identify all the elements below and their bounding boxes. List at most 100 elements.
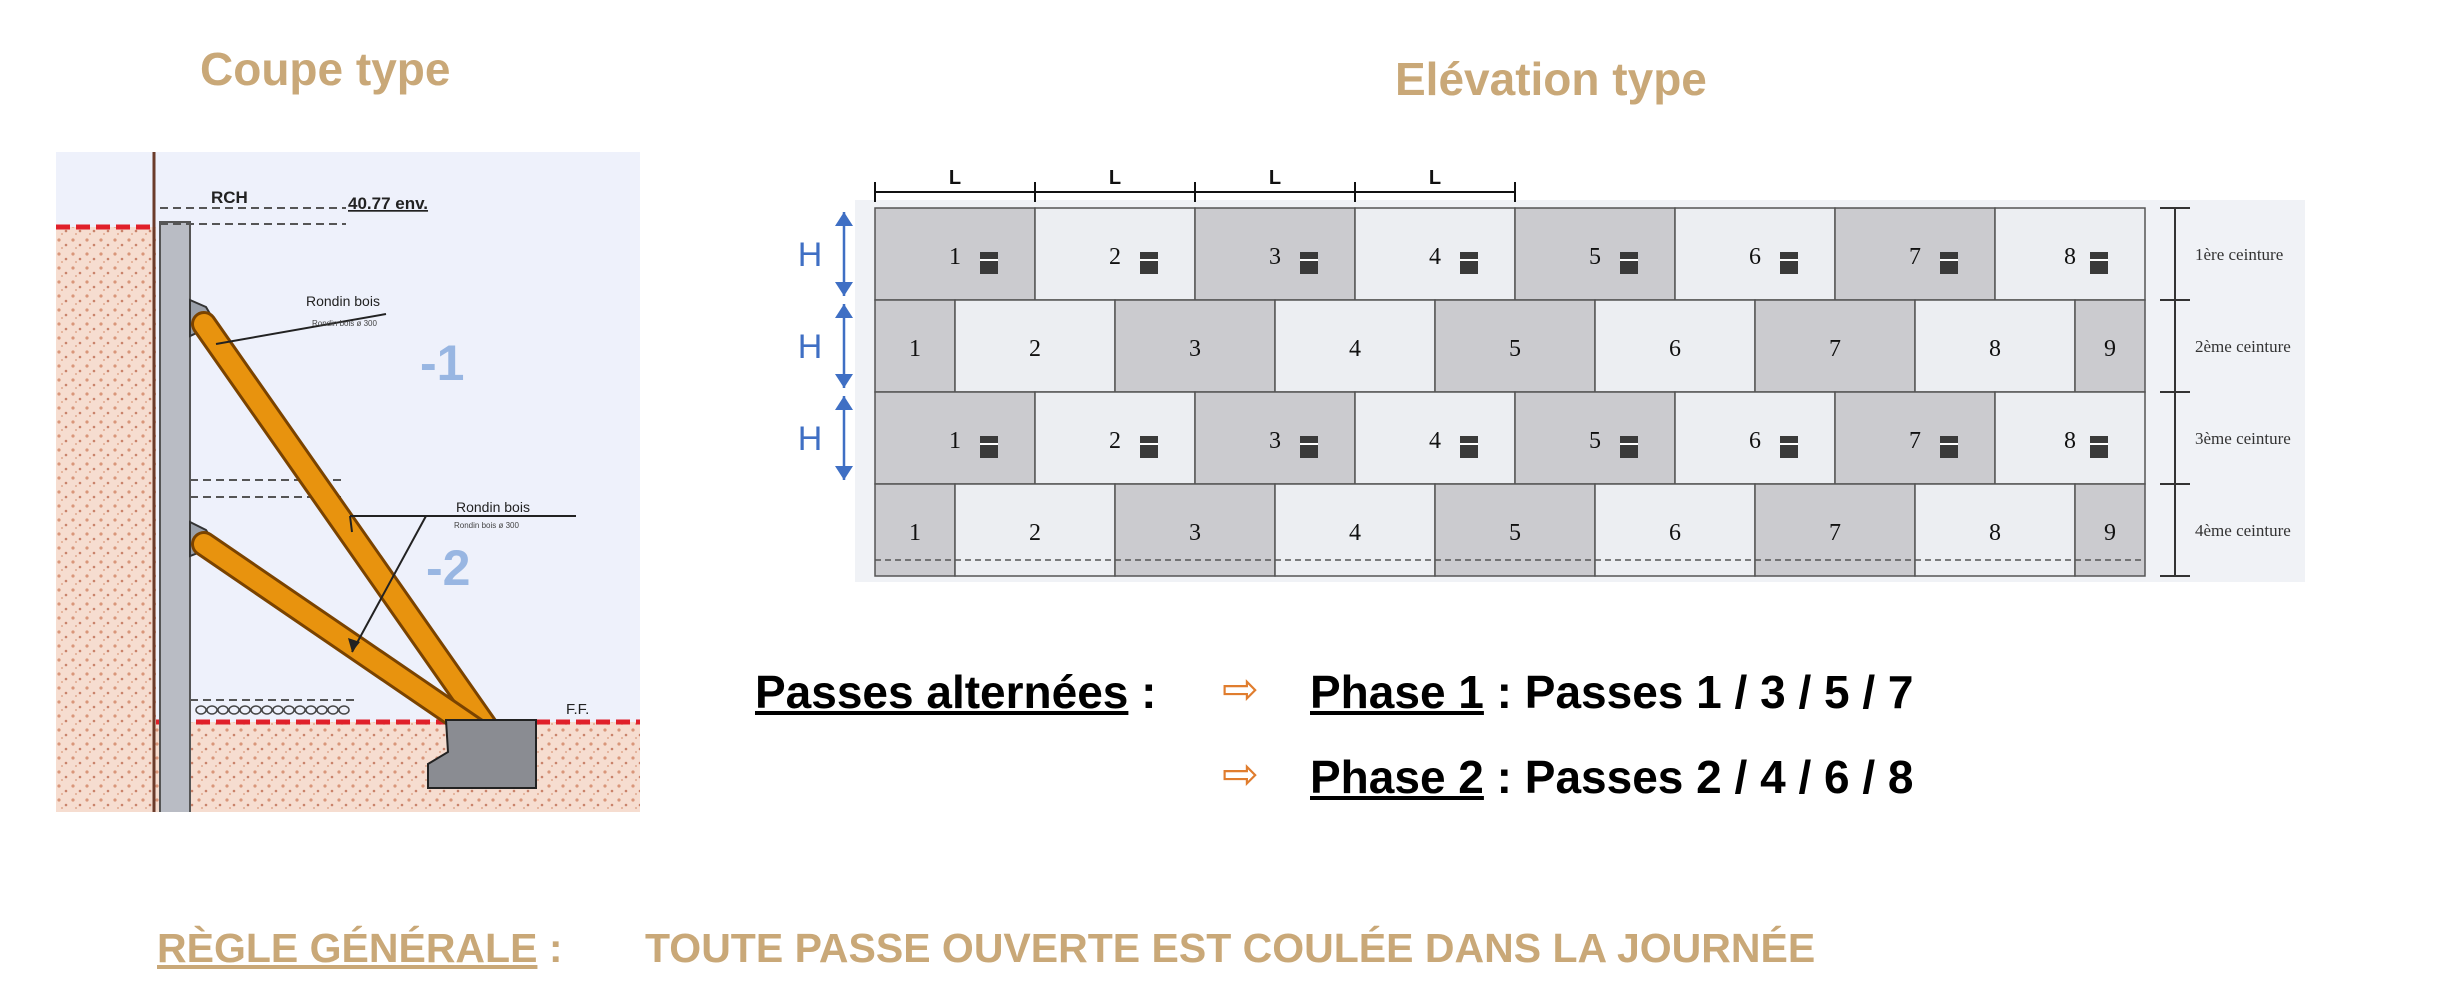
passes-heading: Passes alternées : [755,665,1157,719]
regle-heading: RÈGLE GÉNÉRALE : [157,925,562,972]
panel-number: 2 [1109,428,1121,454]
panel-number: 1 [909,336,921,362]
strut-marker-icon [1940,252,1958,274]
strut-marker-icon [980,252,998,274]
strut1-label: Rondin bois [306,293,380,309]
panel-number: 6 [1749,428,1761,454]
panel-cell [874,207,1036,301]
strut-marker-icon [2090,252,2108,274]
panel-number: 9 [2104,336,2116,362]
strut-marker-icon [1460,252,1478,274]
panel-number: 7 [1909,244,1921,270]
soil-retained [56,227,156,812]
ceinture-label: 3ème ceinture [2195,429,2291,448]
panel-number: 1 [949,428,961,454]
strut-marker-icon [1620,436,1638,458]
panel-number: 2 [1109,244,1121,270]
coupe-title: Coupe type [200,43,451,95]
panel-number: 6 [1749,244,1761,270]
ceinture-label: 4ème ceinture [2195,521,2291,540]
phase2-arrow-icon: ⇨ [1222,750,1259,799]
level-2-label: -2 [426,540,470,596]
panel-number: 3 [1269,428,1281,454]
panel-number: 4 [1429,244,1441,270]
dimension-H-label: H [798,328,823,366]
passes-label: Passes alternées [755,666,1129,718]
panel-number: 9 [2104,520,2116,546]
panel-cell [1674,391,1836,485]
panel-cell [2074,299,2146,393]
phase1-label: Phase 1 [1310,666,1484,718]
panel-number: 5 [1589,428,1601,454]
panel-number: 3 [1189,520,1201,546]
phase2-label: Phase 2 [1310,751,1484,803]
regle-label: RÈGLE GÉNÉRALE [157,925,538,971]
phase2-line: Phase 2 : Passes 2 / 4 / 6 / 8 [1310,750,1914,804]
panel-cell [1434,299,1596,393]
passes-colon: : [1128,666,1157,718]
strut-marker-icon [980,436,998,458]
strut-marker-icon [1460,436,1478,458]
panel-cell [1594,299,1756,393]
phase1-line: Phase 1 : Passes 1 / 3 / 5 / 7 [1310,665,1914,719]
ceinture-label: 1ère ceinture [2195,245,2283,264]
strut-marker-icon [1140,252,1158,274]
strut1-sublabel: Rondin bois ø 300 [312,319,377,328]
level-1-label: -1 [420,335,464,391]
panel-number: 8 [1989,520,2001,546]
phase1-arrow-icon: ⇨ [1222,665,1259,714]
panel-number: 2 [1029,336,1041,362]
panel-cell [954,299,1116,393]
panel-number: 8 [2064,428,2076,454]
panel-number: 7 [1829,336,1841,362]
panel-cell [1194,391,1356,485]
panel-cell [1834,391,1996,485]
strut-marker-icon [1780,436,1798,458]
dimension-H-label: H [798,420,823,458]
panel-number: 4 [1429,428,1441,454]
soil-excavation-bottom [156,722,640,812]
rch-label: RCH [211,188,248,207]
ceinture-label: 2ème ceinture [2195,337,2291,356]
regle-colon: : [537,925,563,971]
panel-number: 6 [1669,336,1681,362]
strut2-sublabel: Rondin bois ø 300 [454,521,519,530]
strut-footing [427,719,537,789]
panel-cell [1514,207,1676,301]
panel-number: 7 [1909,428,1921,454]
level-label: 40.77 env. [348,194,428,213]
elevation-panels: 1 2 3 4 5 6 7 8 1ère ceinture 1 2 3 4 5 6 7 8 9 2ème ceint… [874,207,2291,577]
elevation-title: Elévation type [1395,53,1707,105]
panel-cell [1034,207,1196,301]
strut-marker-icon [1620,252,1638,274]
panel-number: 3 [1189,336,1201,362]
panel-number: 7 [1829,520,1841,546]
panel-number: 1 [909,520,921,546]
panel-cell [1274,299,1436,393]
panel-number: 5 [1589,244,1601,270]
dimension-L-label: L [949,170,961,189]
phase1-text: : Passes 1 / 3 / 5 / 7 [1483,666,1914,718]
panel-number: 4 [1349,336,1361,362]
panel-cell [1354,391,1516,485]
panel-number: 5 [1509,520,1521,546]
strut-marker-icon [1940,436,1958,458]
panel-cell [1114,299,1276,393]
strut-2 [194,534,486,740]
panel-cell [1754,299,1916,393]
strut2-label: Rondin bois [456,499,530,515]
strut-marker-icon [2090,436,2108,458]
dimension-L-label: L [1109,170,1121,189]
elevation-drawing: 1 2 3 4 5 6 7 8 1ère ceinture 1 2 3 4 5 6 7 8 9 2ème ceint… [798,170,2305,582]
strut-1 [194,314,496,737]
panel-number: 1 [949,244,961,270]
panel-number: 3 [1269,244,1281,270]
phase2-text: : Passes 2 / 4 / 6 / 8 [1483,751,1914,803]
ff-label: F.F. [566,701,589,718]
dimension-L-label: L [1269,170,1281,189]
panel-cell [1994,207,2146,301]
panel-number: 8 [1989,336,2001,362]
retaining-wall [159,221,191,812]
strut-marker-icon [1300,252,1318,274]
